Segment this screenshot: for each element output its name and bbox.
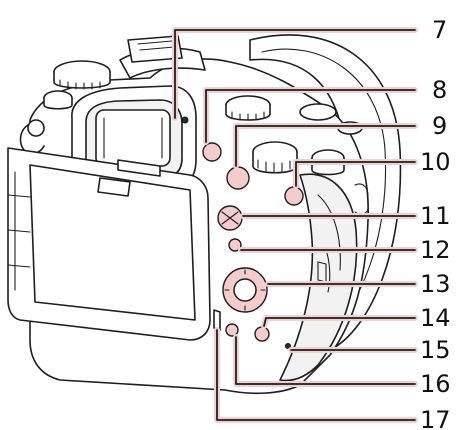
tilting-monitor <box>7 147 211 341</box>
callout-number-17: 17 <box>420 406 451 430</box>
highlight-button-14 <box>254 326 270 342</box>
callout-number-11: 11 <box>420 202 451 230</box>
highlight-button-10 <box>284 186 304 206</box>
rear-buttons <box>202 142 327 349</box>
highlight-lamp-15 <box>285 343 291 349</box>
highlight-button-9 <box>226 166 250 190</box>
callout-number-13: 13 <box>420 270 451 298</box>
callout-number-12: 12 <box>420 236 451 264</box>
callout-number-7: 7 <box>432 16 447 44</box>
callout-number-9: 9 <box>432 112 447 140</box>
callout-number-16: 16 <box>420 370 451 398</box>
top-left-dials <box>43 60 111 110</box>
viewfinder <box>71 35 206 193</box>
leader-lines <box>172 27 418 423</box>
callout-number-10: 10 <box>420 148 451 176</box>
highlight-button-12 <box>228 238 242 252</box>
callout-number-15: 15 <box>420 336 451 364</box>
highlight-button-16 <box>225 323 239 337</box>
callout-number-8: 8 <box>432 76 447 104</box>
callout-number-14: 14 <box>420 304 451 332</box>
highlight-button-8 <box>202 142 222 162</box>
callout-numbers: 7 8 9 10 11 12 13 14 15 16 17 <box>420 16 451 430</box>
